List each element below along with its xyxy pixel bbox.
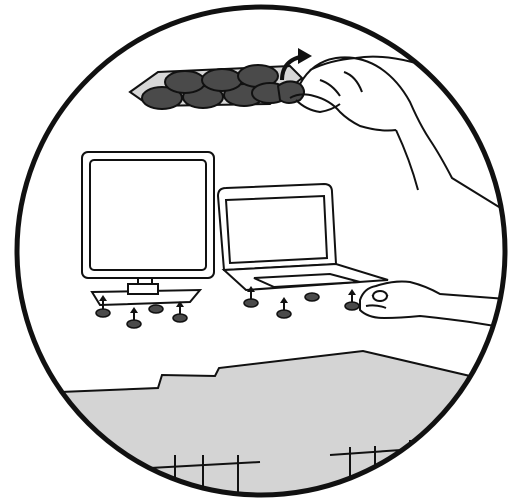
pad [202, 69, 242, 91]
monitor-pad [173, 301, 187, 322]
laptop-pad [345, 289, 359, 310]
laptop [218, 184, 388, 290]
desk [0, 351, 520, 502]
monitor [82, 152, 214, 305]
pad [165, 71, 205, 93]
laptop-pad [305, 293, 319, 301]
laptop-pads [244, 286, 359, 318]
monitor-pad [127, 307, 141, 328]
circle-contents [0, 48, 520, 502]
monitor-pad [149, 305, 163, 313]
pad-sheet [130, 48, 312, 109]
peel-arrow-head [298, 48, 312, 64]
laptop-pad [277, 297, 291, 318]
peeled-pad [278, 81, 304, 103]
